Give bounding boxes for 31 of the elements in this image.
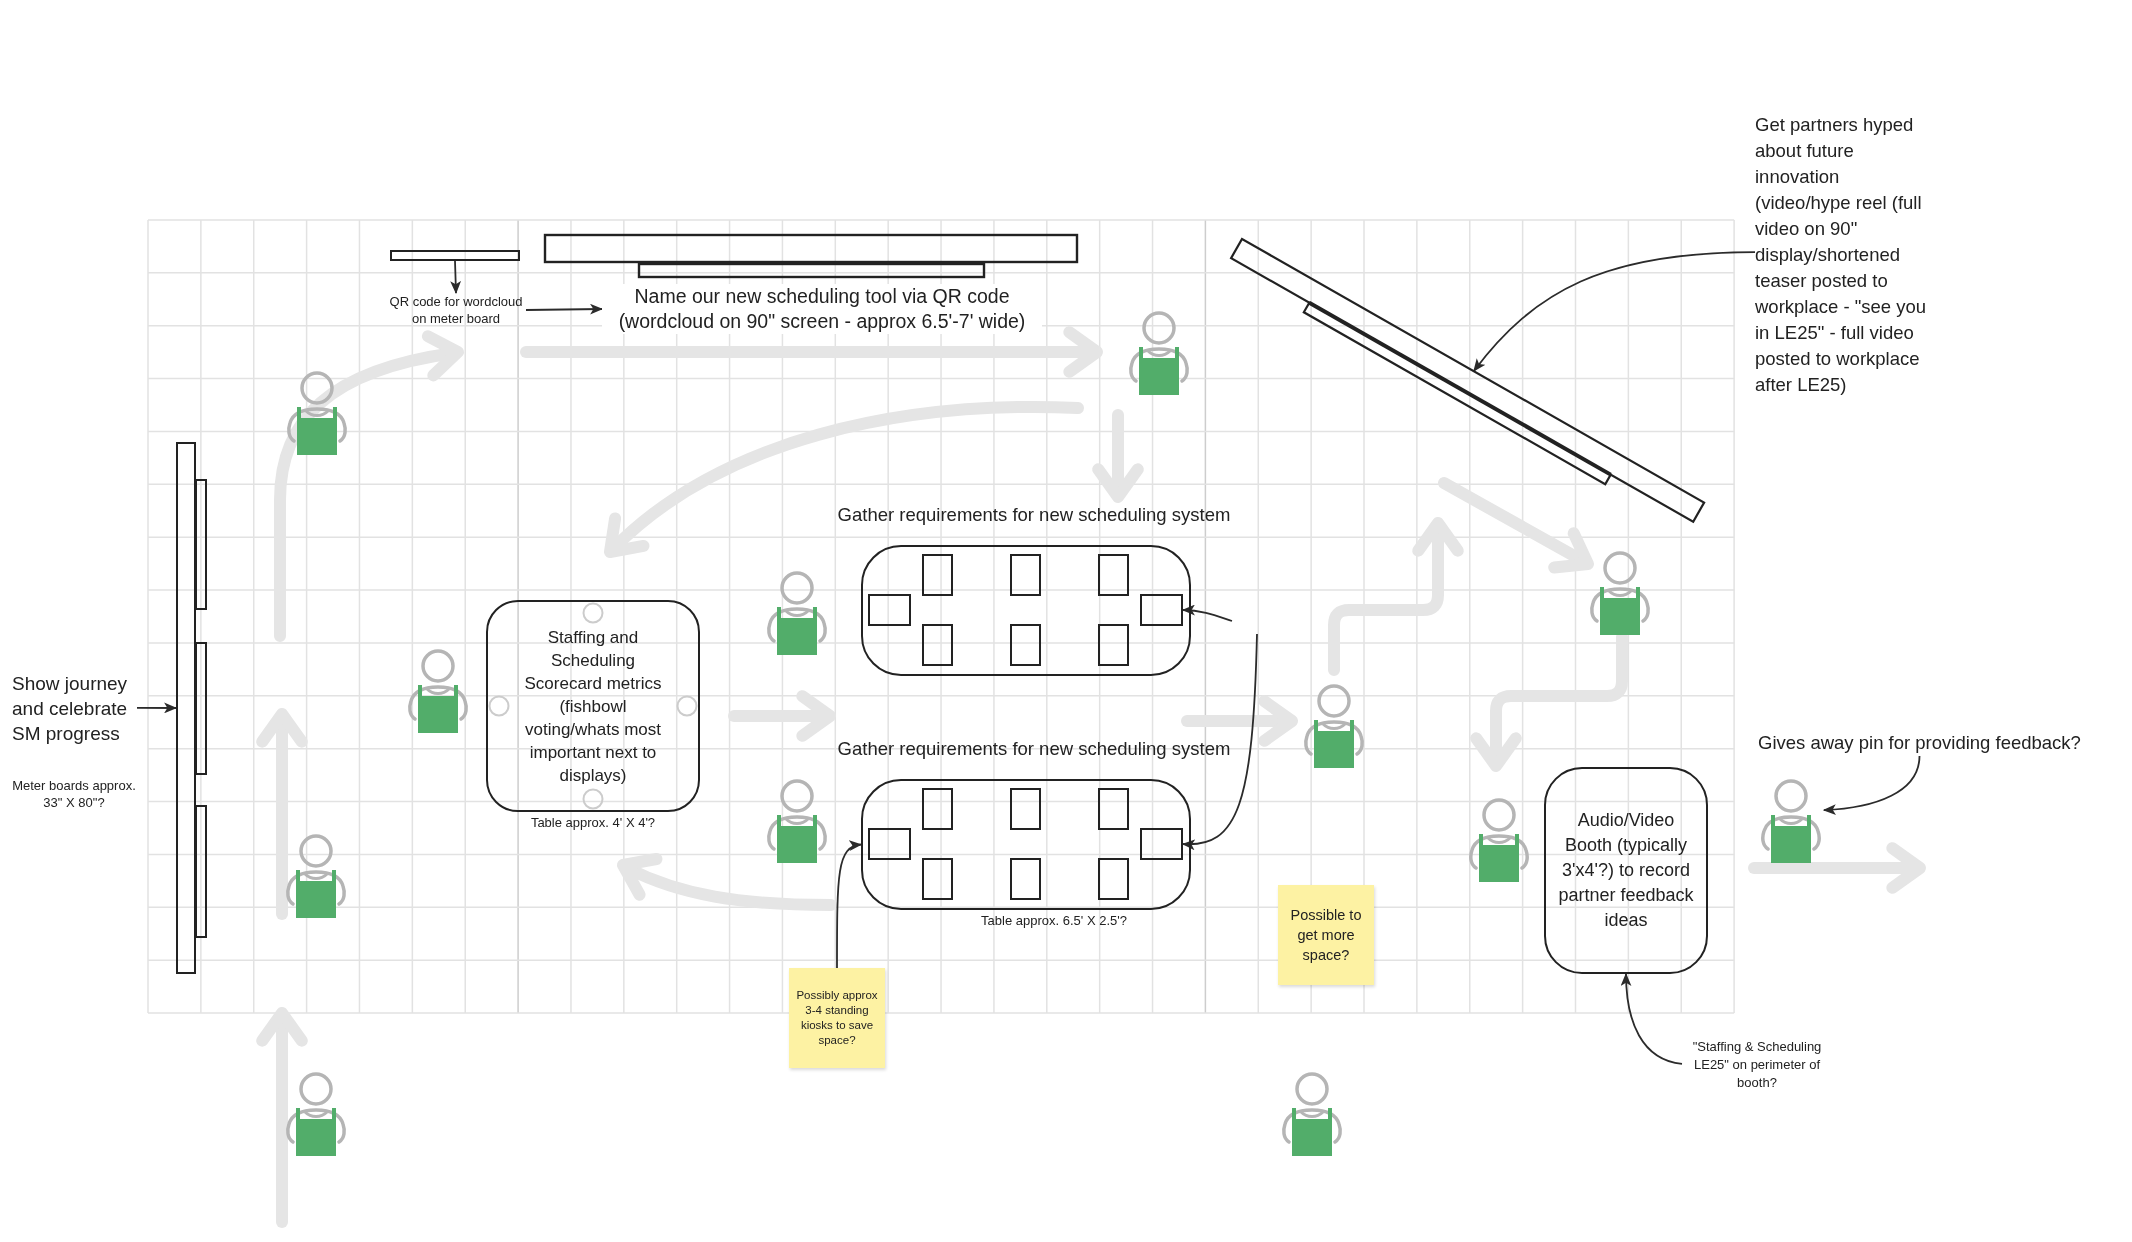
- leader-line: [1181, 604, 1233, 622]
- arrow: [450, 260, 462, 295]
- leader-line: [1822, 755, 1921, 815]
- leader-line: [1473, 251, 1756, 372]
- leader-line: [836, 841, 863, 969]
- tablet-device: [868, 828, 911, 860]
- sticky-note: Possible to get more space?: [1278, 885, 1374, 985]
- callout-note: Show journey and celebrate SM progress: [12, 671, 137, 746]
- tablet-device: [868, 594, 911, 626]
- dimension-note: Table approx. 6.5' X 2.5'?: [980, 912, 1128, 930]
- dimension-note: Meter boards approx. 33" X 80"?: [11, 777, 137, 811]
- arrow: [136, 702, 178, 714]
- person-icon: [1760, 779, 1824, 863]
- qr-code-note: QR code for wordcloud on meter board: [386, 293, 526, 327]
- activity-heading: Name our new scheduling tool via QR code (wordcloud on 90" screen - approx 6.5'-7' wide): [602, 284, 1042, 334]
- leader-line: [1620, 972, 1683, 1065]
- recording-booth: Audio/Video Booth (typically 3'x4'?) to record partner feedback ideas: [1544, 767, 1708, 974]
- tablet-device: [1140, 594, 1183, 626]
- display-wall: [176, 442, 196, 974]
- qr-code-board: [390, 250, 520, 261]
- arrow: [525, 303, 604, 315]
- sticky-note: Possibly approx 3-4 standing kiosks to save space?: [789, 968, 885, 1068]
- dimension-note: Table approx. 4' X 4'?: [529, 814, 657, 832]
- tablet-device: [1140, 828, 1183, 860]
- activity-heading: Gather requirements for new scheduling system: [836, 737, 1232, 761]
- callout-note: Get partners hyped about future innovation (video/hype reel (full video on 90" display/shortened teaser posted to workplace - "see you in LE25" - full video posted to workplace after LE25): [1755, 112, 1930, 398]
- leader-line: [1181, 633, 1258, 850]
- callout-note: Gives away pin for providing feedback?: [1758, 730, 2081, 756]
- activity-heading: Gather requirements for new scheduling system: [836, 503, 1232, 527]
- activity-text: Staffing and Scheduling Scorecard metrics (fishbowl voting/whats most important next to displays): [523, 626, 663, 787]
- callout-note: "Staffing & Scheduling LE25" on perimeter of booth?: [1682, 1038, 1832, 1092]
